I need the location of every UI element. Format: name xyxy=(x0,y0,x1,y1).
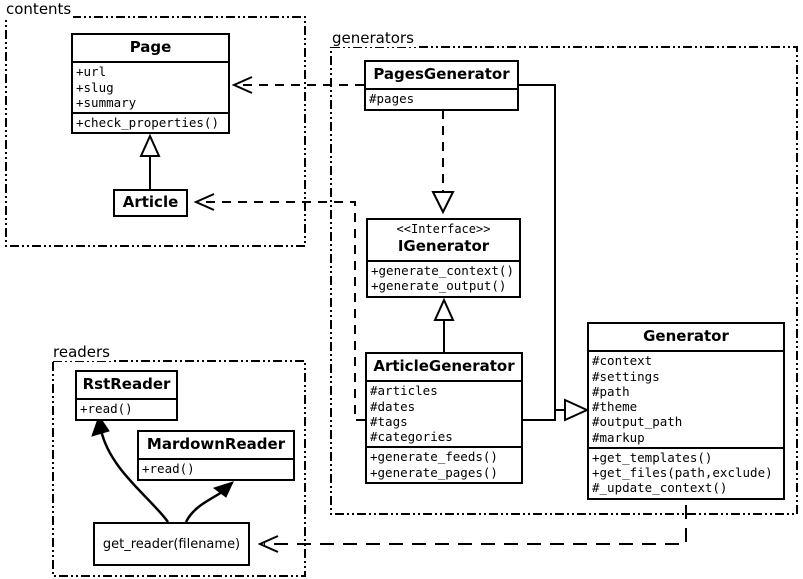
package-label-readers: readers xyxy=(51,343,112,361)
attributes-compartment-pagesgenerator: #pages xyxy=(366,90,517,108)
class-attribute: #context xyxy=(592,353,653,369)
attributes-compartment-page: +url +slug +summary xyxy=(73,63,228,112)
class-box-rstreader[interactable]: RstReader +read() xyxy=(75,370,178,421)
attributes-compartment-generator: #context #settings #path #theme #output_… xyxy=(589,352,783,447)
class-box-mardownreader[interactable]: MardownReader +read() xyxy=(137,430,295,481)
class-operation: +get_templates() xyxy=(592,449,713,465)
compartment-separator xyxy=(73,61,228,64)
operations-compartment-rstreader: +read() xyxy=(77,400,176,418)
class-attribute: +slug xyxy=(76,79,114,95)
package-label-generators: generators xyxy=(330,29,416,47)
realization-pagesgenerator-to-igenerator xyxy=(431,110,455,215)
generalization-generators-to-generator xyxy=(519,84,590,422)
package-frame-generators xyxy=(330,46,798,515)
class-attribute: #pages xyxy=(369,91,415,107)
class-attribute: #markup xyxy=(592,429,645,445)
dependency-pagesgenerator-to-page xyxy=(231,76,364,94)
class-title-rstreader: RstReader xyxy=(82,375,171,393)
class-attribute: #categories xyxy=(370,429,453,444)
class-title-article: Article xyxy=(122,193,179,212)
class-attribute: #path xyxy=(592,383,630,399)
operations-compartment-articlegenerator: +generate_feeds() +generate_pages() xyxy=(367,448,521,482)
class-attribute: #articles xyxy=(370,383,438,399)
function-box-get-reader[interactable]: get_reader(filename) xyxy=(93,522,250,566)
class-operation: +read() xyxy=(142,461,195,477)
class-title-articlegenerator: ArticleGenerator xyxy=(373,357,515,375)
class-attribute: #output_path xyxy=(592,414,683,430)
creates-getreader-to-mardownreader xyxy=(184,481,234,523)
class-title-page: Page xyxy=(129,38,172,56)
compartment-separator xyxy=(589,446,783,449)
package-frame-readers xyxy=(52,360,306,577)
function-label: get_reader(filename) xyxy=(102,536,241,552)
compartment-separator xyxy=(139,458,293,461)
operations-compartment-mardownreader: +read() xyxy=(139,460,293,478)
class-operation: +read() xyxy=(80,401,133,417)
compartment-separator xyxy=(367,380,521,383)
creates-getreader-to-rstreader xyxy=(91,414,170,523)
dependency-generator-to-getreader xyxy=(257,505,687,553)
class-operation: +get_files(path,exclude) xyxy=(592,465,773,480)
class-attribute: +summary xyxy=(76,94,137,110)
class-attribute: #settings xyxy=(592,368,660,384)
class-operation: +check_properties() xyxy=(76,115,219,130)
compartment-separator xyxy=(367,446,521,449)
compartment-separator xyxy=(366,88,517,91)
compartment-separator xyxy=(77,398,176,401)
compartment-separator xyxy=(589,350,783,353)
class-title-igenerator: IGenerator xyxy=(397,236,490,255)
generalization-articlegenerator-to-igenerator xyxy=(433,297,455,352)
class-attribute: #dates xyxy=(370,398,416,414)
class-box-pagesgenerator[interactable]: PagesGenerator #pages xyxy=(364,60,519,111)
class-attribute: +url xyxy=(76,64,107,80)
class-box-igenerator[interactable]: <<Interface>> IGenerator +generate_conte… xyxy=(366,218,521,298)
class-box-articlegenerator[interactable]: ArticleGenerator #articles #dates #tags … xyxy=(365,352,523,484)
operations-compartment-page: +check_properties() xyxy=(73,114,228,132)
class-title-pagesgenerator: PagesGenerator xyxy=(373,65,510,83)
compartment-separator xyxy=(368,260,519,263)
attributes-compartment-articlegenerator: #articles #dates #tags #categories xyxy=(367,382,521,446)
class-operation: #_update_context() xyxy=(592,480,728,496)
class-operation: +generate_feeds() xyxy=(370,449,498,465)
class-stereotype-igenerator: <<Interface>> xyxy=(396,222,491,236)
class-operation: +generate_context() xyxy=(371,263,514,279)
package-label-contents: contents xyxy=(4,0,74,18)
dependency-articlegenerator-to-article xyxy=(193,193,365,421)
class-box-article[interactable]: Article xyxy=(113,189,188,217)
class-box-page[interactable]: Page +url +slug +summary +check_properti… xyxy=(71,33,230,135)
generalization-article-to-page xyxy=(139,133,161,190)
class-operation: +generate_output() xyxy=(371,278,507,294)
class-title-mardownreader: MardownReader xyxy=(146,435,286,453)
class-operation: +generate_pages() xyxy=(370,464,498,480)
operations-compartment-generator: +get_templates() +get_files(path,exclude… xyxy=(589,449,783,498)
class-attribute: #theme xyxy=(592,399,638,414)
compartment-separator xyxy=(73,112,228,114)
class-title-generator: Generator xyxy=(643,327,729,345)
operations-compartment-igenerator: +generate_context() +generate_output() xyxy=(368,262,519,296)
class-attribute: #tags xyxy=(370,413,408,429)
class-box-generator[interactable]: Generator #context #settings #path #them… xyxy=(587,322,785,500)
package-frame-contents xyxy=(5,16,306,247)
